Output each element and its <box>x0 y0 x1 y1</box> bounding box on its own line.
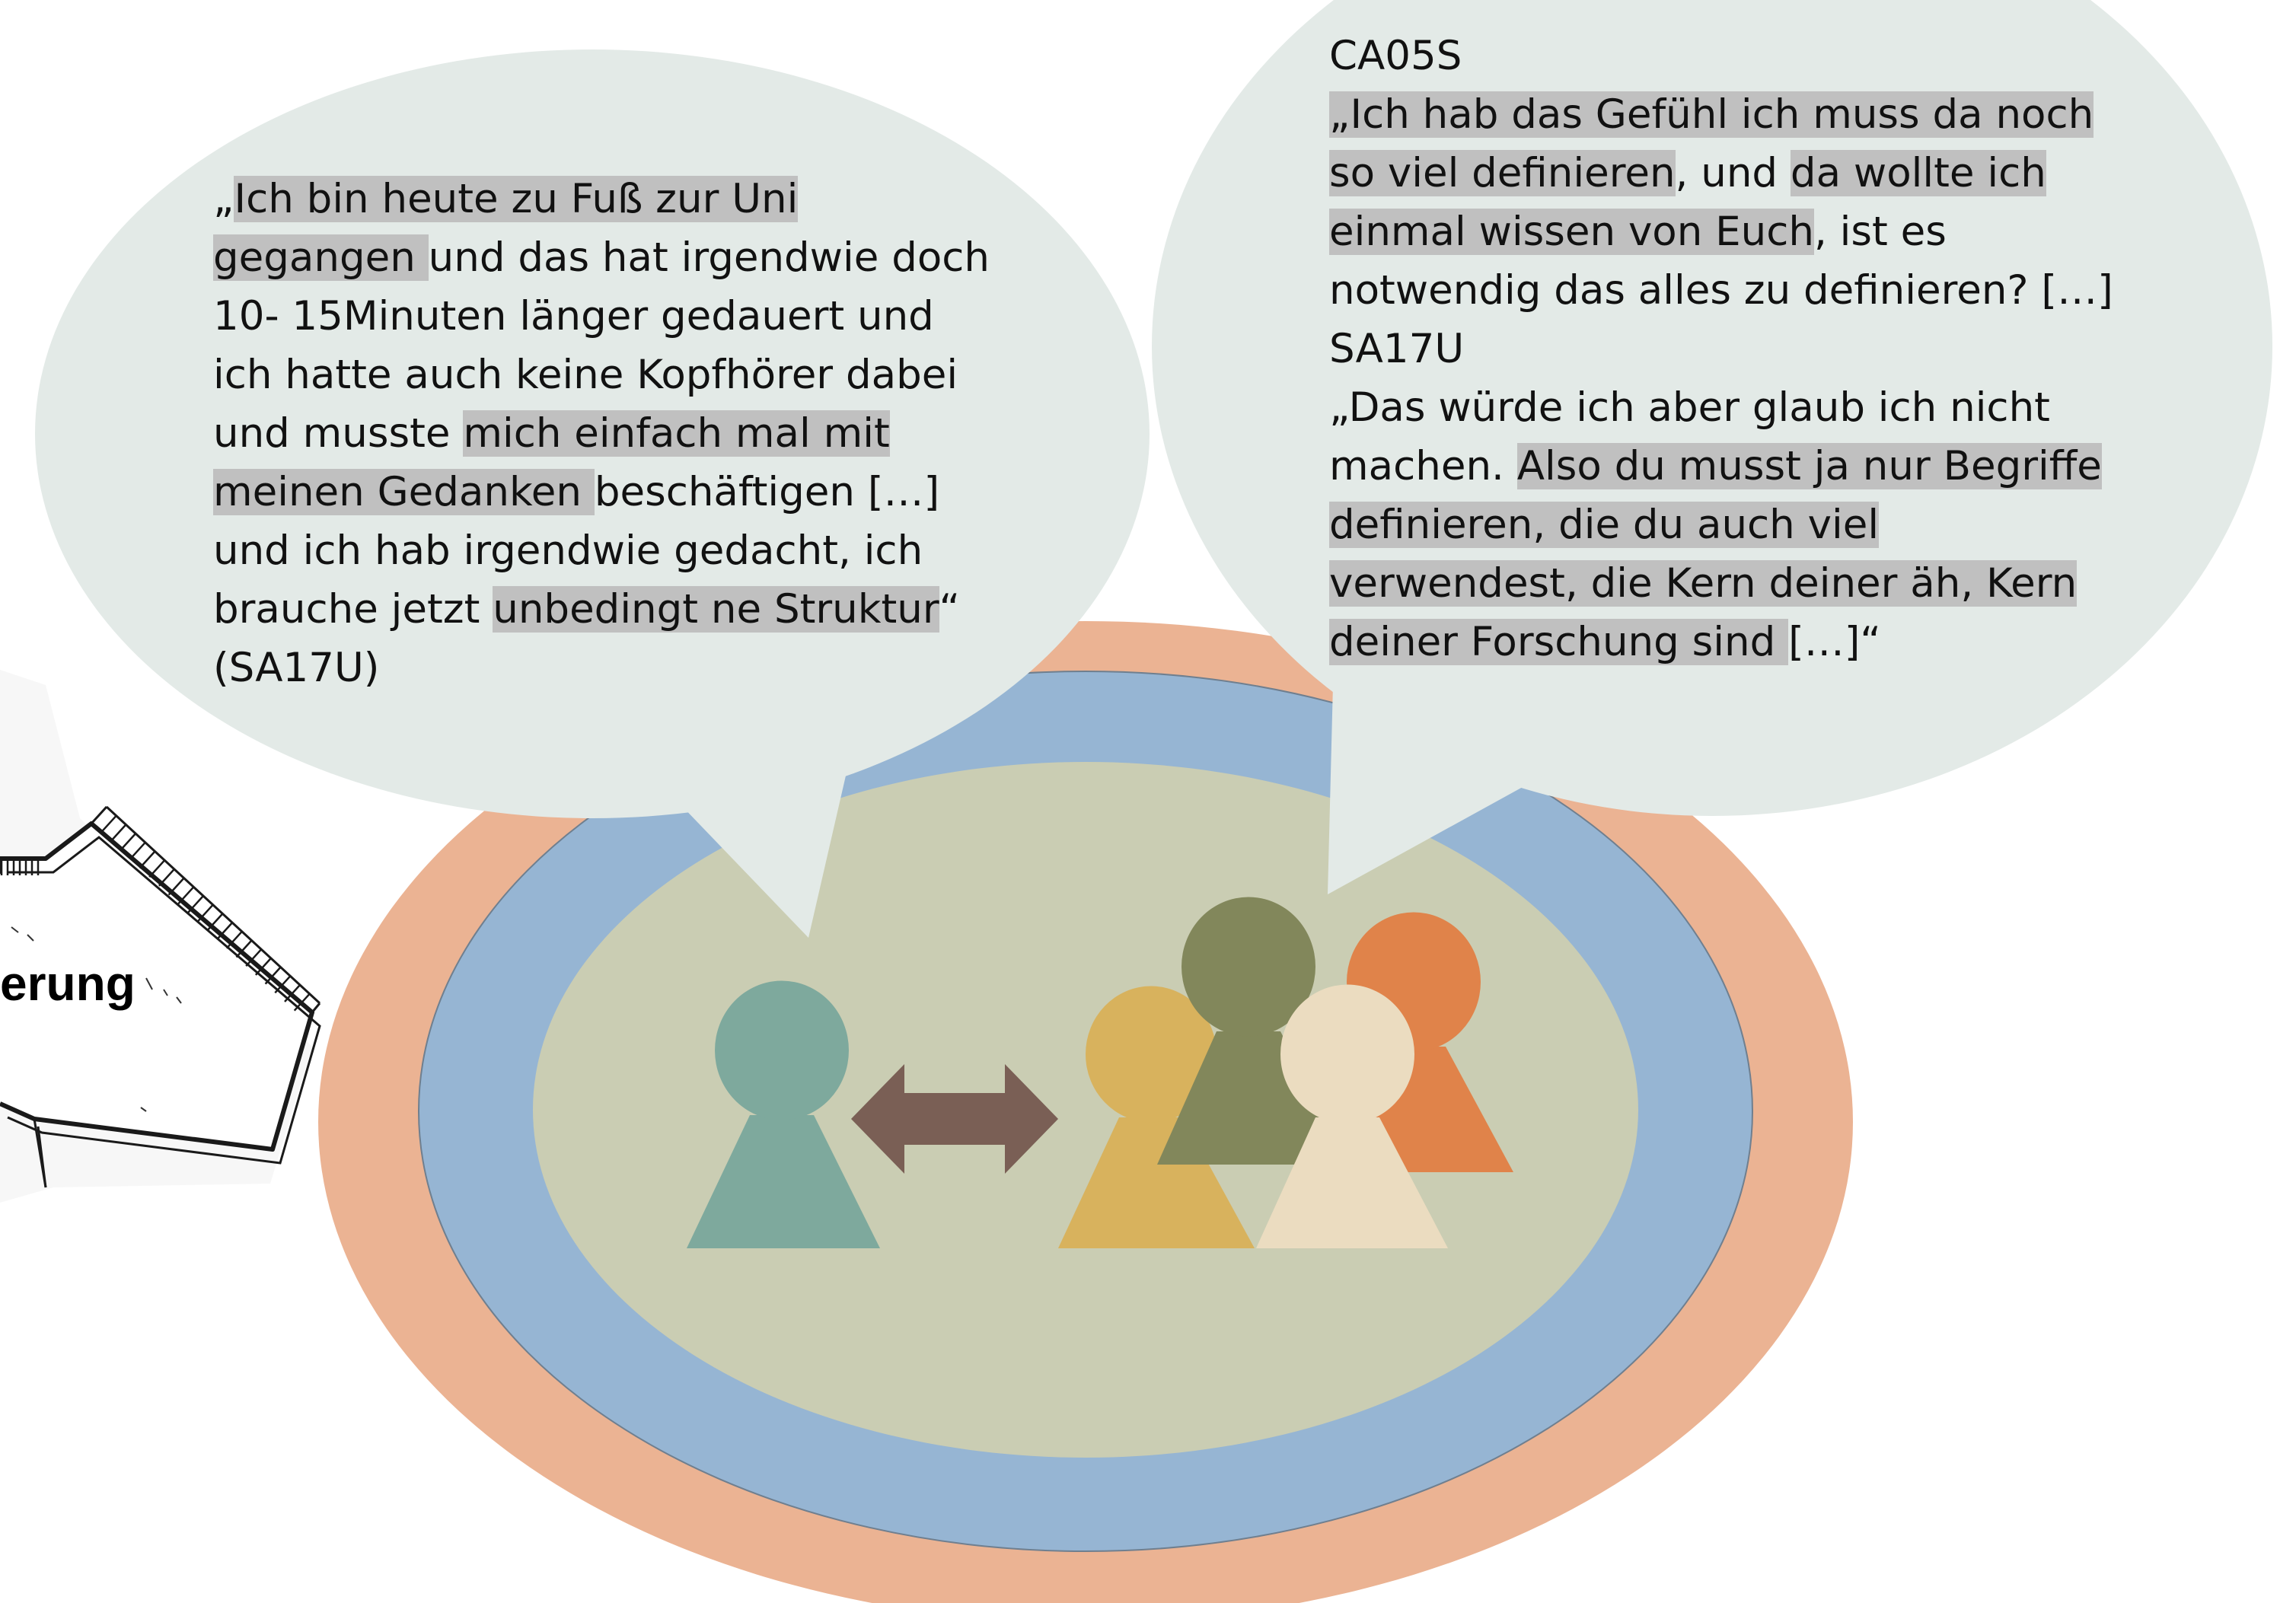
right-line: machen. Also du musst ja nur Begriffe <box>1329 437 2113 496</box>
left-line: und musste mich einfach mal mit <box>213 404 990 463</box>
yellow-person-icon <box>1058 986 1255 1248</box>
double-arrow-icon <box>851 1064 1058 1174</box>
quote-text: […]“ <box>1788 619 1881 665</box>
big-arrow-icon <box>0 670 321 1203</box>
highlighted-text: mich einfach mal mit <box>463 410 890 457</box>
highlighted-text: „Ich hab das Gefühl ich muss da noch <box>1329 91 2094 138</box>
right-line: so viel definieren, und da wollte ich <box>1329 144 2113 202</box>
teal-person-head <box>715 980 849 1120</box>
yellow-person-head <box>1086 986 1217 1123</box>
left-line: „Ich bin heute zu Fuß zur Uni <box>213 170 990 228</box>
quote-text: , und <box>1675 150 1791 196</box>
quote-text: „Das würde ich aber glaub ich nicht <box>1329 384 2050 431</box>
inner-area <box>533 762 1638 1458</box>
quote-text: „ <box>213 176 234 222</box>
right-line: deiner Forschung sind […]“ <box>1329 613 2113 671</box>
teal-person-body <box>687 1115 880 1248</box>
highlighted-text: meinen Gedanken <box>213 469 595 515</box>
quote-text: notwendig das alles zu definieren? […] <box>1329 267 2113 314</box>
left-line: meinen Gedanken beschäftigen […] <box>213 463 990 521</box>
quote-text: machen. <box>1329 443 1517 489</box>
left-line: ich hatte auch keine Kopfhörer dabei <box>213 346 990 404</box>
quote-text: (SA17U) <box>213 645 380 691</box>
quote-text: 10- 15Minuten länger gedauert und <box>213 293 934 339</box>
quote-text: und ich hab irgendwie gedacht, ich <box>213 527 923 574</box>
quote-text: “ <box>939 586 961 633</box>
speech-bubble-right <box>1152 0 2272 894</box>
left-line: und ich hab irgendwie gedacht, ich <box>213 521 990 580</box>
highlighted-text: unbedingt ne Struktur <box>493 586 939 633</box>
right-line: definieren, die du auch viel <box>1329 496 2113 554</box>
arrow-label: erung <box>0 956 136 1011</box>
highlighted-text: einmal wissen von Euch <box>1329 209 1814 255</box>
quote-text: SA17U <box>1329 326 1465 372</box>
left-line: brauche jetzt unbedingt ne Struktur“ <box>213 580 990 639</box>
right-line: notwendig das alles zu definieren? […] <box>1329 261 2113 320</box>
highlighted-text: Also du musst ja nur Begriffe <box>1516 443 2102 489</box>
cream-person-icon <box>1256 984 1448 1248</box>
olive-person-icon <box>1157 897 1349 1165</box>
right-bubble-quote: CA05S „Ich hab das Gefühl ich muss da noc… <box>1329 27 2113 671</box>
left-line: 10- 15Minuten länger gedauert und <box>213 287 990 346</box>
teal-person-icon <box>687 980 880 1248</box>
left-line: gegangen und das hat irgendwie doch <box>213 228 990 287</box>
right-line: verwendest, die Kern deiner äh, Kern <box>1329 554 2113 613</box>
right-line: einmal wissen von Euch, ist es <box>1329 202 2113 261</box>
quote-text: und musste <box>213 410 464 457</box>
highlighted-text: da wollte ich <box>1790 150 2046 196</box>
yellow-person-body <box>1058 1117 1255 1248</box>
olive-person-head <box>1181 897 1315 1037</box>
highlighted-text: Ich bin heute zu Fuß zur Uni <box>234 176 799 222</box>
highlighted-text: so viel definieren <box>1329 150 1676 196</box>
right-line: SA17U <box>1329 320 2113 378</box>
quote-text: , ist es <box>1813 209 1947 255</box>
highlighted-text: gegangen <box>213 234 429 281</box>
right-line: „Das würde ich aber glaub ich nicht <box>1329 378 2113 437</box>
quote-text: und das hat irgendwie doch <box>428 234 990 281</box>
highlighted-text: verwendest, die Kern deiner äh, Kern <box>1329 560 2078 607</box>
highlighted-text: definieren, die du auch viel <box>1329 502 1880 548</box>
highlighted-text: deiner Forschung sind <box>1329 619 1789 665</box>
right-line: „Ich hab das Gefühl ich muss da noch <box>1329 85 2113 144</box>
quote-text: beschäftigen […] <box>594 469 940 515</box>
right-line: CA05S <box>1329 27 2113 85</box>
cream-person-body <box>1256 1117 1448 1248</box>
olive-person-body <box>1157 1031 1349 1165</box>
quote-text: brauche jetzt <box>213 586 493 633</box>
cream-person-head <box>1280 984 1414 1124</box>
left-line: (SA17U) <box>213 639 990 697</box>
quote-text: ich hatte auch keine Kopfhörer dabei <box>213 352 958 398</box>
quote-text: CA05S <box>1329 33 1462 79</box>
